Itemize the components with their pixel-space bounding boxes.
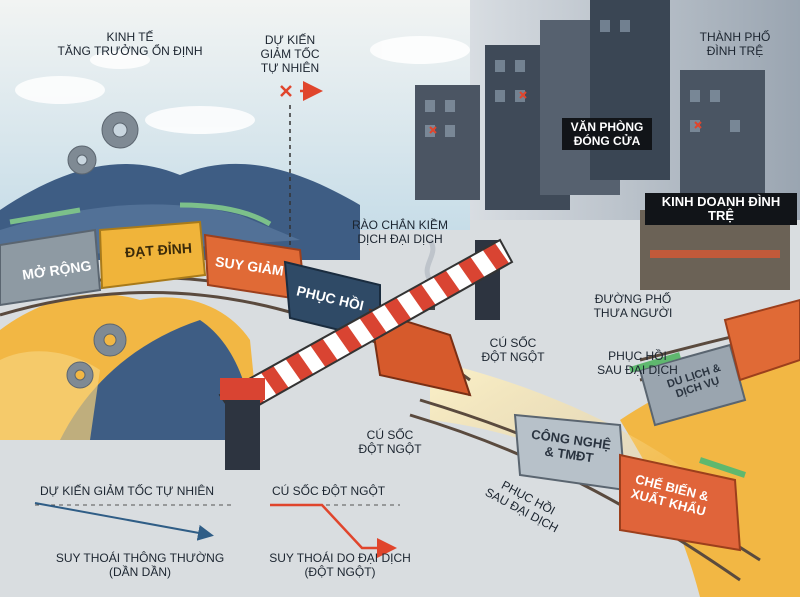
stagnant-city-label: THÀNH PHỐ ĐÌNH TRỆ bbox=[699, 30, 771, 58]
sudden-decline-line bbox=[270, 503, 397, 558]
expected-slowdown-label: DỰ KIẾN GIẢM TỐC TỰ NHIÊN bbox=[260, 33, 320, 75]
car-peak bbox=[98, 220, 207, 290]
pandemic-barrier-label: RÀO CHẮN KIỀM DỊCH ĐẠI DỊCH bbox=[351, 218, 448, 246]
stable-growth-label: KINH TẾ TĂNG TRƯỞNG ỔN ĐỊNH bbox=[57, 30, 203, 58]
sudden-shock-right-label: CÚ SỐC ĐỘT NGỘT bbox=[481, 336, 545, 364]
left-trend-panel bbox=[34, 502, 235, 541]
recovery-train bbox=[513, 298, 800, 552]
recovery-arrow-top bbox=[629, 352, 681, 373]
red-x-icon bbox=[280, 85, 292, 97]
right-panel-title: CÚ SỐC ĐỘT NGỘT bbox=[272, 484, 386, 498]
post-recovery-top-label: PHỤC HỒI SAU ĐẠI DỊCH bbox=[597, 349, 678, 377]
gradual-decline-line bbox=[34, 502, 214, 541]
left-panel-title: DỰ KIẾN GIẢM TỐC TỰ NHIÊN bbox=[40, 484, 215, 498]
car-tourism bbox=[638, 343, 747, 427]
stagnant-business-label: KINH DOANH ĐÌNH TRỆ bbox=[645, 193, 797, 225]
gear-icon bbox=[66, 111, 139, 389]
right-panel-caption: SUY THOÁI DO ĐẠI DỊCH (ĐỘT NGỘT) bbox=[269, 551, 411, 579]
right-trend-panel bbox=[270, 503, 400, 558]
growth-arrow bbox=[9, 207, 81, 225]
growth-arrow-2 bbox=[179, 202, 272, 227]
recovery-arrow-bottom bbox=[699, 457, 746, 478]
car-extra bbox=[723, 298, 800, 382]
car-expansion bbox=[0, 228, 102, 307]
smoke bbox=[424, 238, 436, 282]
left-panel-caption: SUY THOÁI THÔNG THƯỜNG (DẦN DẦN) bbox=[55, 551, 225, 579]
hill-blue bbox=[60, 320, 255, 440]
sudden-shock-center-label: CÚ SỐC ĐỘT NGỘT bbox=[358, 428, 422, 456]
locomotive bbox=[368, 308, 472, 397]
train-upper bbox=[0, 220, 472, 397]
pandemic-barrier bbox=[218, 238, 514, 470]
sparse-streets-label: ĐƯỜNG PHỐ THƯA NGƯỜI bbox=[593, 292, 673, 320]
clouds bbox=[15, 36, 470, 134]
office-closed-label: VĂN PHÒNG ĐÓNG CỬA bbox=[562, 118, 652, 150]
car-processing bbox=[619, 453, 742, 552]
